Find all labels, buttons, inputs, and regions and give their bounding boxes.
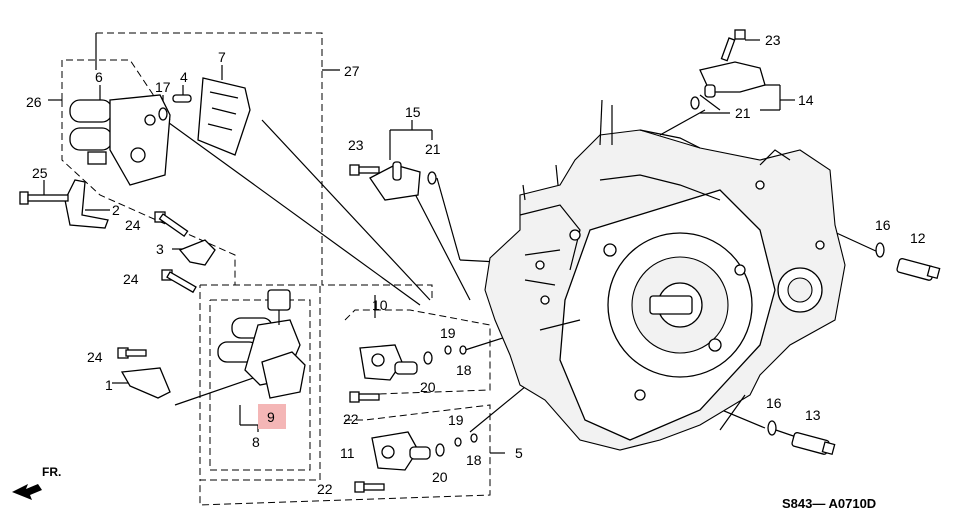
callout-24-a: 24: [125, 217, 141, 233]
washer-20-b: [435, 443, 445, 457]
callout-22-b: 22: [317, 481, 333, 497]
group-box-27: [96, 32, 433, 300]
callout-9: 9: [267, 409, 275, 425]
gasket-plate-7: [197, 77, 251, 156]
bolt-24-a: [154, 211, 189, 238]
sensor-15: [369, 161, 421, 201]
callout-24-b: 24: [123, 271, 139, 287]
callout-12: 12: [910, 230, 926, 246]
group-box-26: [61, 59, 171, 121]
front-direction-arrow: [12, 484, 42, 500]
sensor-13: [791, 432, 836, 456]
washer-19-a: [444, 345, 452, 355]
callout-21-b: 21: [425, 141, 441, 157]
washer-18-b: [470, 433, 478, 443]
sensor-12: [896, 258, 941, 281]
pin-4: [172, 94, 192, 103]
front-direction-label: FR.: [42, 465, 61, 479]
bolt-22-b: [354, 481, 385, 493]
callout-24-c: 24: [87, 349, 103, 365]
bracket-3: [178, 239, 216, 266]
callout-6: 6: [95, 69, 103, 85]
bolt-23-a: [349, 164, 380, 176]
callout-16-a: 16: [875, 217, 891, 233]
group-box-5: [199, 404, 491, 506]
callout-15: 15: [405, 104, 421, 120]
washer-21-a: [427, 171, 437, 185]
highlight-9: [258, 404, 286, 429]
callout-23-a: 23: [765, 32, 781, 48]
callout-26: 26: [26, 94, 42, 110]
callout-5: 5: [515, 445, 523, 461]
callout-labels: 1 2 3 4 5 6 7 8 9 10 11 12 13 14 15 16 1…: [26, 32, 926, 497]
callout-25: 25: [32, 165, 48, 181]
callout-3: 3: [156, 241, 164, 257]
washer-21-b: [690, 96, 700, 110]
bolt-24-c: [117, 347, 147, 359]
washer-16-a: [875, 242, 885, 258]
group-box-10: [344, 309, 491, 396]
washer-18-a: [459, 345, 467, 355]
callout-20-b: 20: [432, 469, 448, 485]
bracket-2: [64, 179, 109, 229]
callout-20-a: 20: [420, 379, 436, 395]
bracket-1: [120, 367, 171, 399]
callout-13: 13: [805, 407, 821, 423]
o-ring-17: [158, 107, 168, 121]
bolt-24-b: [161, 269, 197, 294]
callout-2: 2: [112, 202, 120, 218]
callout-21-a: 21: [735, 105, 751, 121]
callout-23-b: 23: [348, 137, 364, 153]
gasket-9: [261, 351, 306, 399]
callout-16-b: 16: [766, 395, 782, 411]
group-box-8-9: [199, 284, 321, 481]
callout-19-b: 19: [448, 412, 464, 428]
washer-19-b: [454, 437, 462, 447]
callout-1: 1: [105, 377, 113, 393]
bolt-22-a: [349, 391, 380, 403]
sensor-14: [699, 61, 766, 98]
callout-14: 14: [798, 92, 814, 108]
callout-18-a: 18: [456, 362, 472, 378]
callout-17: 17: [155, 79, 171, 95]
washer-20-a: [423, 351, 433, 365]
callout-10: 10: [372, 297, 388, 313]
sensor-10: [359, 344, 418, 381]
solenoid-assembly-26: [69, 94, 171, 186]
bolt-23-b: [720, 29, 746, 62]
sensor-11: [371, 431, 431, 471]
callout-19-a: 19: [440, 325, 456, 341]
bolt-25: [19, 191, 69, 205]
diagram-code: S843— A0710D: [782, 496, 876, 511]
callout-7: 7: [218, 49, 226, 65]
callout-11: 11: [340, 445, 355, 461]
callout-18-b: 18: [466, 452, 482, 468]
callout-22-a: 22: [343, 411, 359, 427]
transmission-housing: [484, 99, 846, 451]
callout-27: 27: [344, 63, 360, 79]
callout-4: 4: [180, 69, 188, 85]
washer-16-b: [767, 420, 777, 436]
callout-8: 8: [252, 434, 260, 450]
